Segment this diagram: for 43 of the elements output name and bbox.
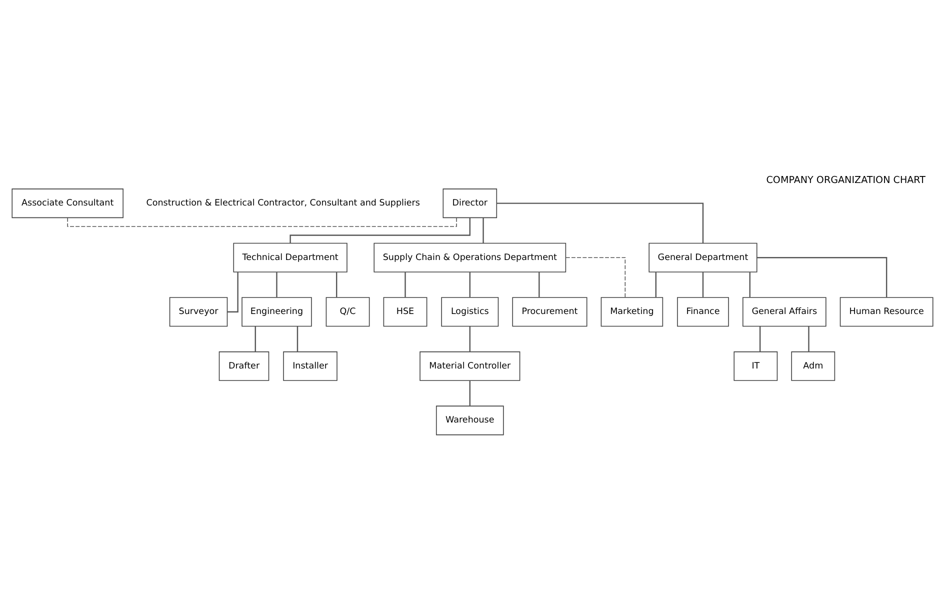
- node-box: Director: [442, 188, 498, 218]
- node-box: Finance: [677, 297, 729, 327]
- node-box: Q/C: [326, 297, 370, 327]
- node-box: Installer: [283, 351, 338, 381]
- node-box: Supply Chain & Operations Department: [374, 242, 566, 272]
- connector: [276, 272, 278, 298]
- connector: [655, 272, 656, 298]
- node-box: HSE: [383, 297, 428, 327]
- connector: [469, 380, 470, 406]
- node-box: IT: [734, 351, 778, 381]
- connector: [496, 202, 704, 244]
- connector: [702, 272, 704, 298]
- node-box: Logistics: [441, 297, 499, 327]
- diagram-title: COMPANY ORGANIZATION CHART: [766, 175, 926, 186]
- node-box: Procurement: [512, 297, 588, 327]
- connector: [565, 257, 626, 298]
- node-box: Associate Consultant: [12, 188, 124, 218]
- connector: [808, 326, 810, 352]
- connector: [759, 326, 761, 352]
- connector: [336, 272, 338, 298]
- node-box: Material Controller: [420, 351, 520, 381]
- connector: [757, 257, 888, 298]
- connector: [227, 272, 238, 312]
- connector: [482, 218, 484, 244]
- node-box: Surveyor: [169, 297, 228, 327]
- connector: [469, 272, 470, 298]
- node-box: General Affairs: [742, 297, 826, 327]
- node-box: Warehouse: [436, 406, 504, 436]
- connector: [469, 326, 470, 352]
- connector: [538, 272, 540, 298]
- connector: [749, 272, 750, 298]
- node-box: General Department: [648, 242, 758, 272]
- connector: [296, 326, 298, 352]
- node-box: Adm: [791, 351, 836, 381]
- label: Construction & Electrical Contractor, Consultant and Suppliers: [146, 198, 420, 209]
- connector: [290, 218, 470, 244]
- node-box: Marketing: [600, 297, 664, 327]
- connector: [404, 272, 406, 298]
- node-box: Drafter: [218, 351, 270, 381]
- node-box: Human Resource: [840, 297, 934, 327]
- node-box: Technical Department: [233, 242, 348, 272]
- node-box: Engineering: [242, 297, 312, 327]
- connector: [254, 326, 256, 352]
